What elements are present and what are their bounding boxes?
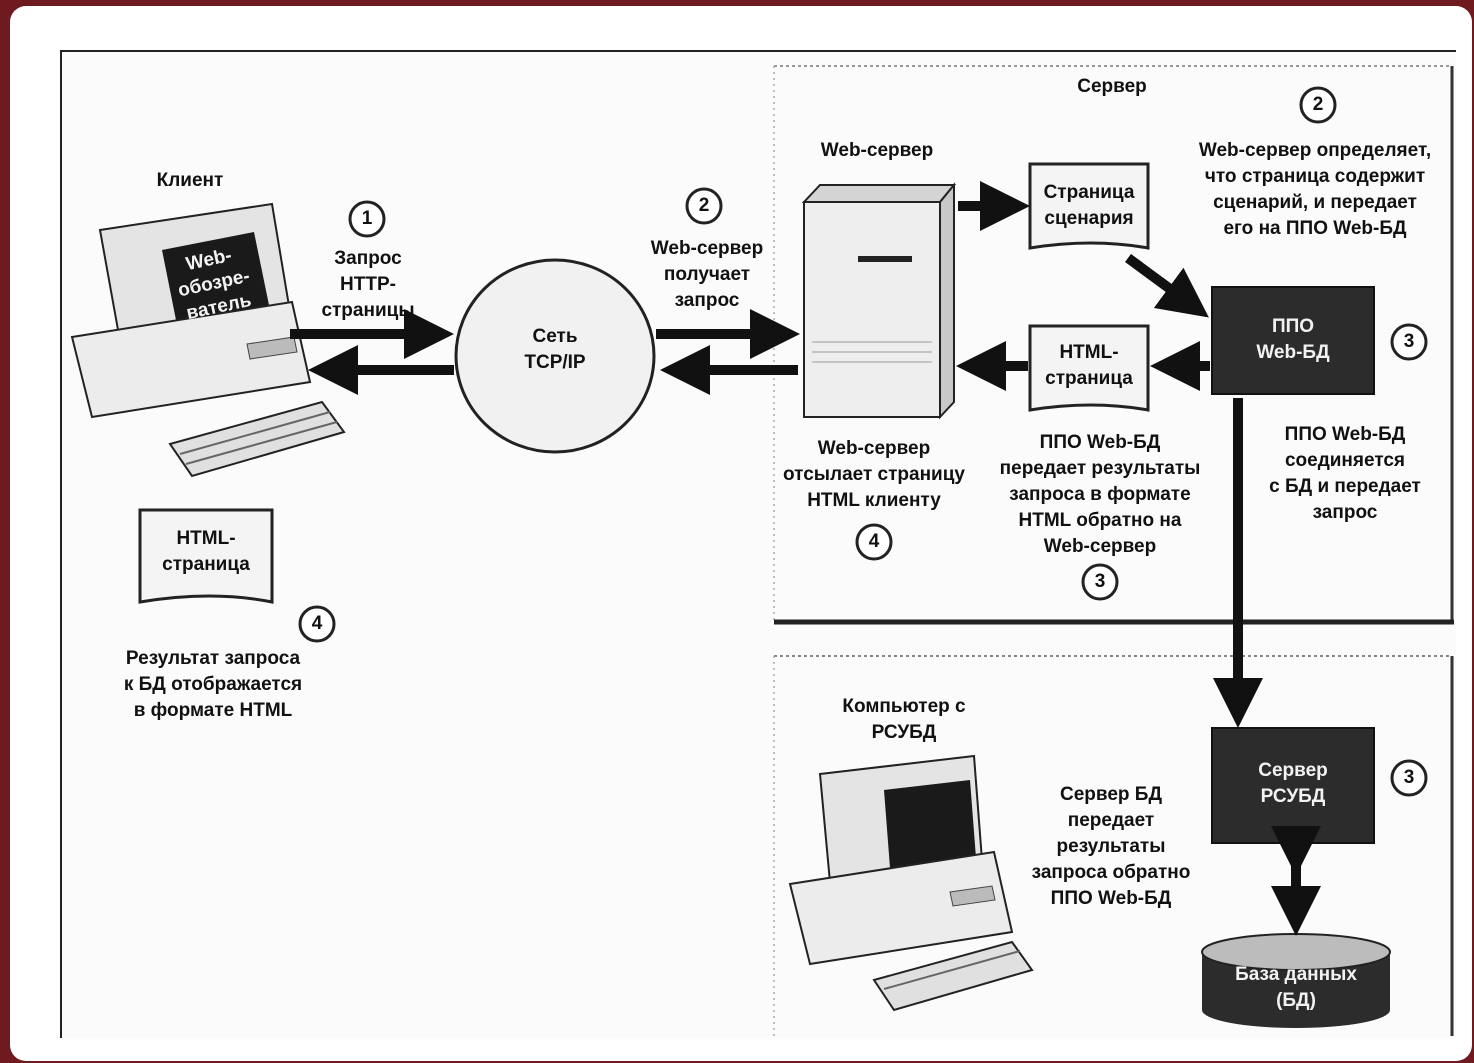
dbms-computer-icon	[788, 754, 1034, 1012]
diagram-graphics	[70, 65, 1454, 1036]
step-2-detect-label: 2	[1312, 94, 1324, 115]
script-page-icon	[1028, 162, 1150, 250]
step-badges	[298, 86, 1428, 797]
flow-arrows	[290, 181, 1321, 936]
client-title: Клиент	[156, 170, 224, 191]
client-html-page-icon	[138, 508, 274, 604]
dbms-region-frame	[773, 655, 1454, 1036]
step-1-label: 1	[361, 208, 373, 229]
server-html-page-label: HTML-страница	[1045, 342, 1133, 389]
server-html-page-icon	[1028, 324, 1150, 412]
arrow-script-to-ppo	[1125, 253, 1209, 318]
server-title: Сервер	[1077, 76, 1147, 97]
dbms-server-box	[1211, 727, 1375, 844]
step-3-dbms-label: 3	[1403, 767, 1415, 788]
step-3-ppo-label: 3	[1403, 331, 1415, 352]
detect-text: Web-сервер определяет,что страница содер…	[1198, 140, 1432, 239]
client-html-page-label: HTML-страница	[162, 528, 250, 575]
network-circle	[454, 258, 656, 454]
database-label: База данных(БД)	[1235, 964, 1357, 1011]
step-4-result-label: 4	[311, 613, 323, 634]
client-computer-icon	[70, 202, 346, 478]
step-4-send-label: 4	[868, 531, 880, 552]
web-server-label: Web-сервер	[820, 140, 934, 161]
step-2-receive-label: 2	[698, 195, 710, 216]
ppo-box	[1211, 286, 1375, 395]
database-icon	[1201, 933, 1391, 1028]
step-3-pass-label: 3	[1094, 571, 1106, 592]
web-server-icon	[801, 182, 957, 420]
